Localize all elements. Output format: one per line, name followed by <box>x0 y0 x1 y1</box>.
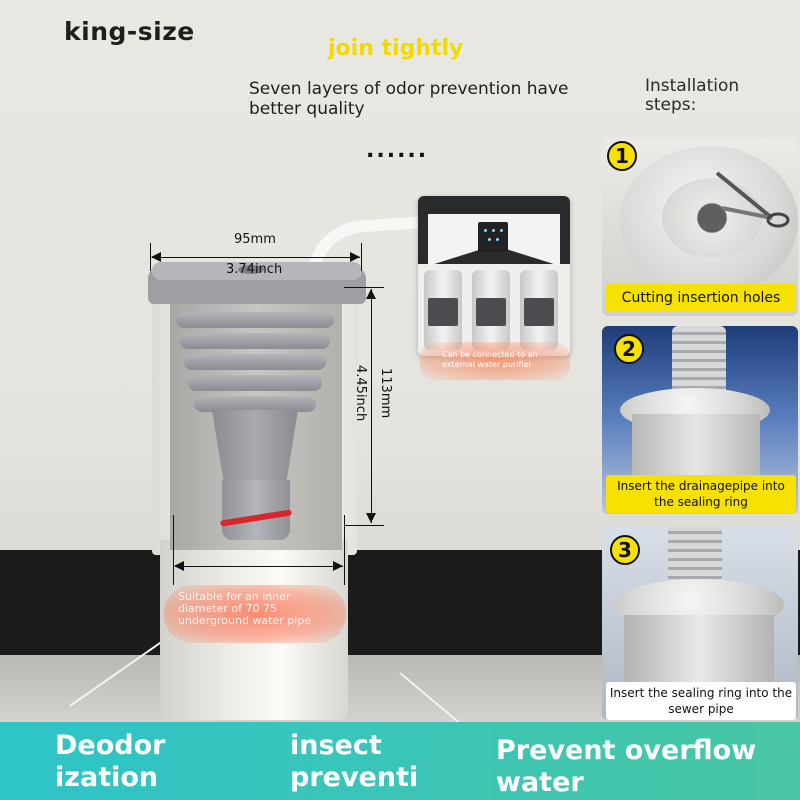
installation-steps-title: Installation steps: <box>645 76 740 115</box>
deodorizer-stem <box>212 410 298 490</box>
bellow-ring <box>188 375 322 391</box>
connect-highlight <box>420 342 570 380</box>
step-2-badge: 2 <box>614 334 644 364</box>
arrow-left-icon <box>174 561 184 571</box>
purifier-indicator-icon <box>500 229 503 232</box>
disc-inner <box>662 178 762 258</box>
height-dimension-line <box>371 289 372 523</box>
join-tightly-label: join tightly <box>328 36 464 61</box>
bellow-ring <box>194 396 316 412</box>
purifier-indicator-icon <box>488 238 491 241</box>
suitable-highlight <box>164 585 346 643</box>
bellow-ring <box>176 312 334 328</box>
dim-tick-right <box>361 243 362 271</box>
deodorizer-outlet <box>222 480 290 540</box>
step-1-badge: 1 <box>607 141 637 171</box>
step-1-label: Cutting insertion holes <box>606 284 796 312</box>
arrow-left-icon <box>151 252 161 262</box>
bellow-ring <box>184 354 326 370</box>
inner-diameter-line <box>175 566 343 567</box>
sewer-pipe <box>624 615 774 685</box>
purifier-display <box>478 222 508 252</box>
feature-banner <box>0 722 800 800</box>
odor-prevention-caption: Seven layers of odor prevention have bet… <box>249 79 569 119</box>
cartridge-label <box>428 298 458 326</box>
arrow-up-icon <box>366 289 376 299</box>
step-3-badge: 3 <box>610 535 640 565</box>
step-2-label: Insert the drainagepipe into the sealing… <box>606 475 796 513</box>
dim-tick-left <box>150 243 151 271</box>
dim-tick-left-lower <box>173 515 174 585</box>
cartridge-label <box>476 298 506 326</box>
dim-tick-right-lower <box>344 515 345 585</box>
purifier-indicator-icon <box>484 229 487 232</box>
width-mm-label: 95mm <box>234 232 276 247</box>
deodorization-feature: Deodor ization <box>55 730 166 793</box>
ellipsis-dots: ...... <box>366 138 429 163</box>
overflow-prevention-feature: Prevent overflow water <box>496 735 757 798</box>
purifier-indicator-icon <box>496 238 499 241</box>
dim-tick-top <box>344 287 384 288</box>
cap-hole <box>238 265 264 274</box>
insect-prevention-feature: insect preventi on <box>290 730 419 800</box>
ring-base <box>632 414 760 484</box>
width-dimension-line <box>152 257 360 258</box>
arrow-right-icon <box>350 252 360 262</box>
dim-tick-bottom <box>344 525 384 526</box>
cartridge-label <box>524 298 554 326</box>
step-3-label: Insert the sealing ring into the sewer p… <box>606 682 796 720</box>
height-inch-label: 4.45inch <box>353 365 368 422</box>
arrow-right-icon <box>333 561 343 571</box>
connect-note: Can be connected to an external water pu… <box>442 350 538 369</box>
scissors-icon <box>712 168 792 228</box>
height-mm-label: 113mm <box>378 368 393 419</box>
suitable-note: Suitable for an inner diameter of 70 75 … <box>178 590 312 627</box>
width-inch-label: 3.74inch <box>226 262 283 277</box>
purifier-indicator-icon <box>492 229 495 232</box>
bellow-ring <box>180 333 330 349</box>
arrow-down-icon <box>366 513 376 523</box>
king-size-label: king-size <box>64 17 195 46</box>
